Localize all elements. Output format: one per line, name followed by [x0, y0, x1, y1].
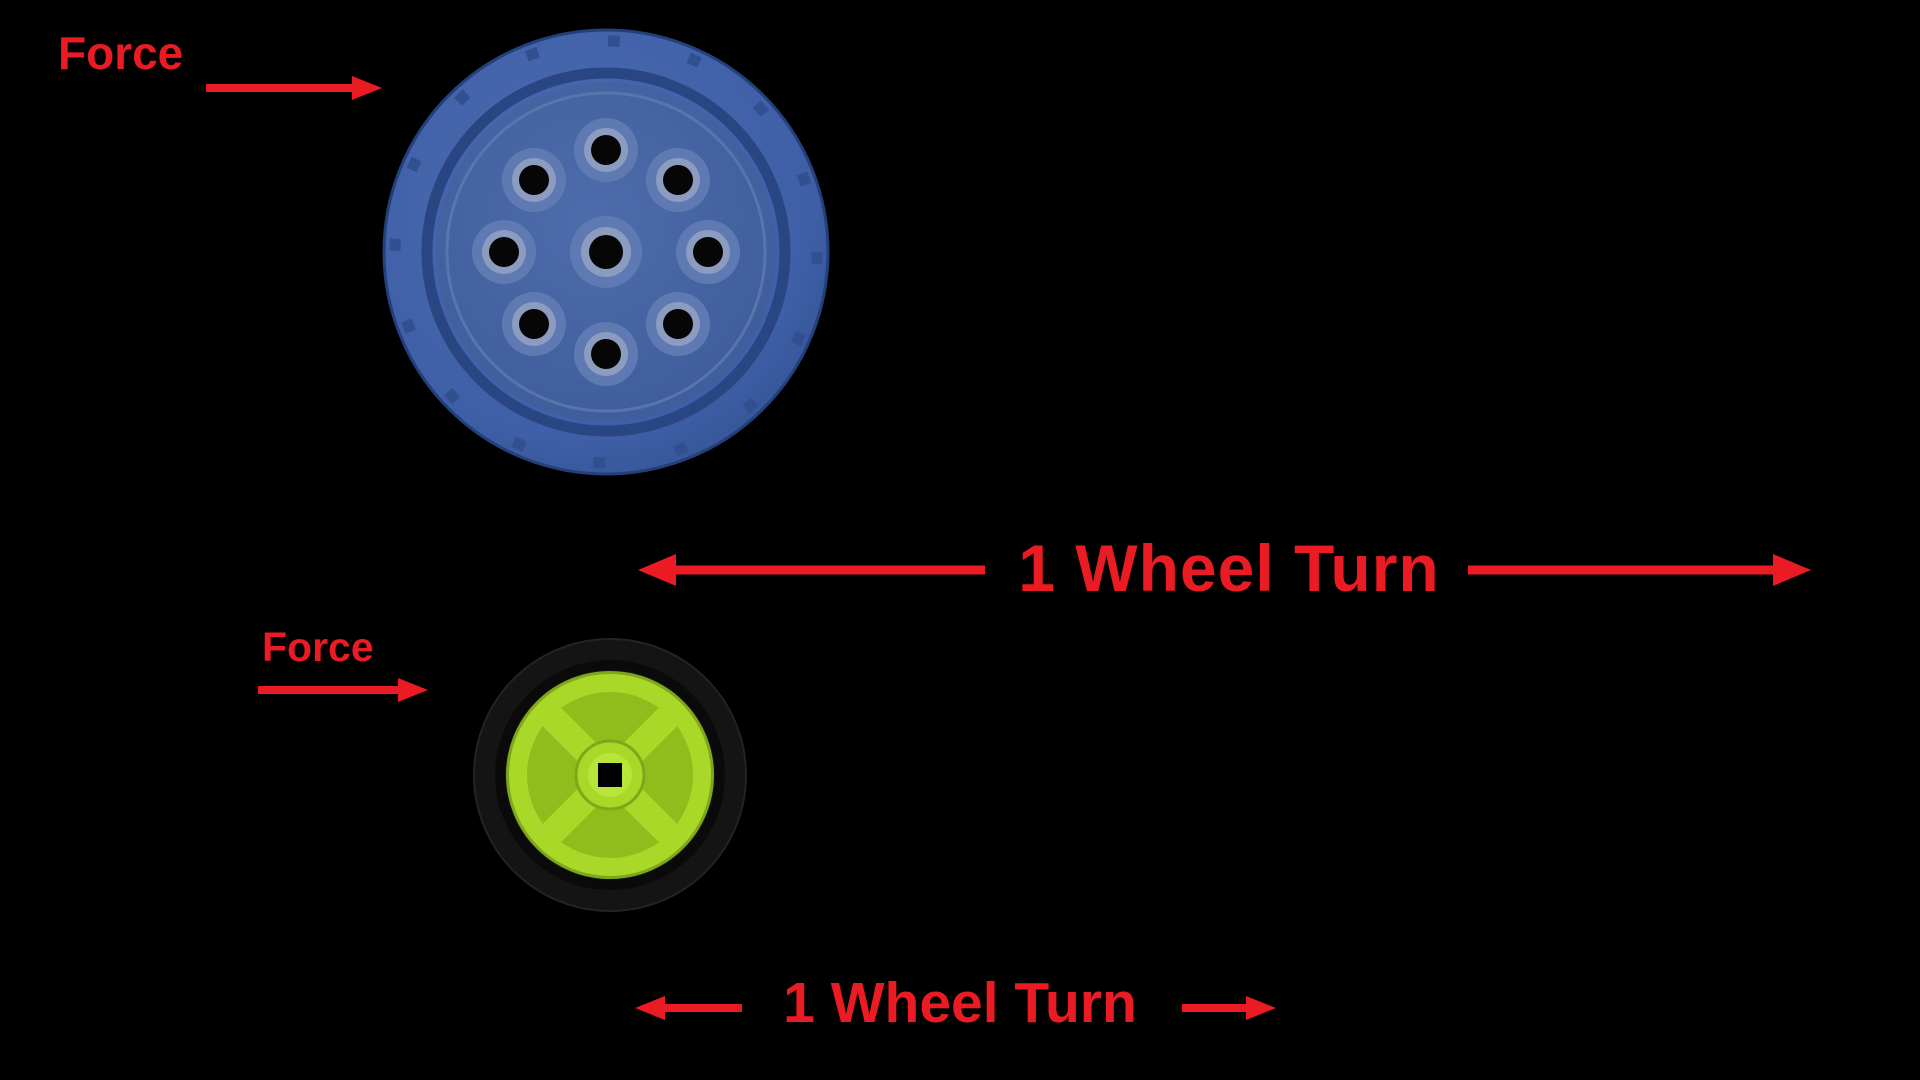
wheel-turn-label-small: 1 Wheel Turn	[783, 971, 1137, 1035]
large-wheel-hole	[502, 148, 566, 212]
large-wheel-hole	[676, 220, 740, 284]
large-wheel-rim-groove	[421, 67, 791, 437]
large-wheel-hole	[472, 220, 536, 284]
small-wheel-tire-groove	[495, 660, 725, 890]
force-label-large: Force	[58, 27, 184, 79]
large-wheel-rim-notches	[389, 35, 823, 469]
large-wheel-illustration	[382, 28, 830, 476]
large-wheel-hole	[574, 118, 638, 182]
force-label-small: Force	[262, 624, 374, 670]
large-wheel-hole	[502, 292, 566, 356]
large-wheel-hole	[646, 148, 710, 212]
large-wheel-hole	[574, 322, 638, 386]
small-wheel-outer-band	[509, 674, 711, 876]
wheel-turn-label-large: 1 Wheel Turn	[1018, 531, 1440, 605]
large-wheel-center-hole	[570, 216, 642, 288]
small-wheel-illustration	[473, 638, 747, 912]
small-wheel-axle-hole	[598, 763, 622, 787]
large-wheel-face-ring	[445, 91, 767, 413]
small-wheel-axle-hub	[574, 739, 646, 811]
large-wheel-hole	[646, 292, 710, 356]
